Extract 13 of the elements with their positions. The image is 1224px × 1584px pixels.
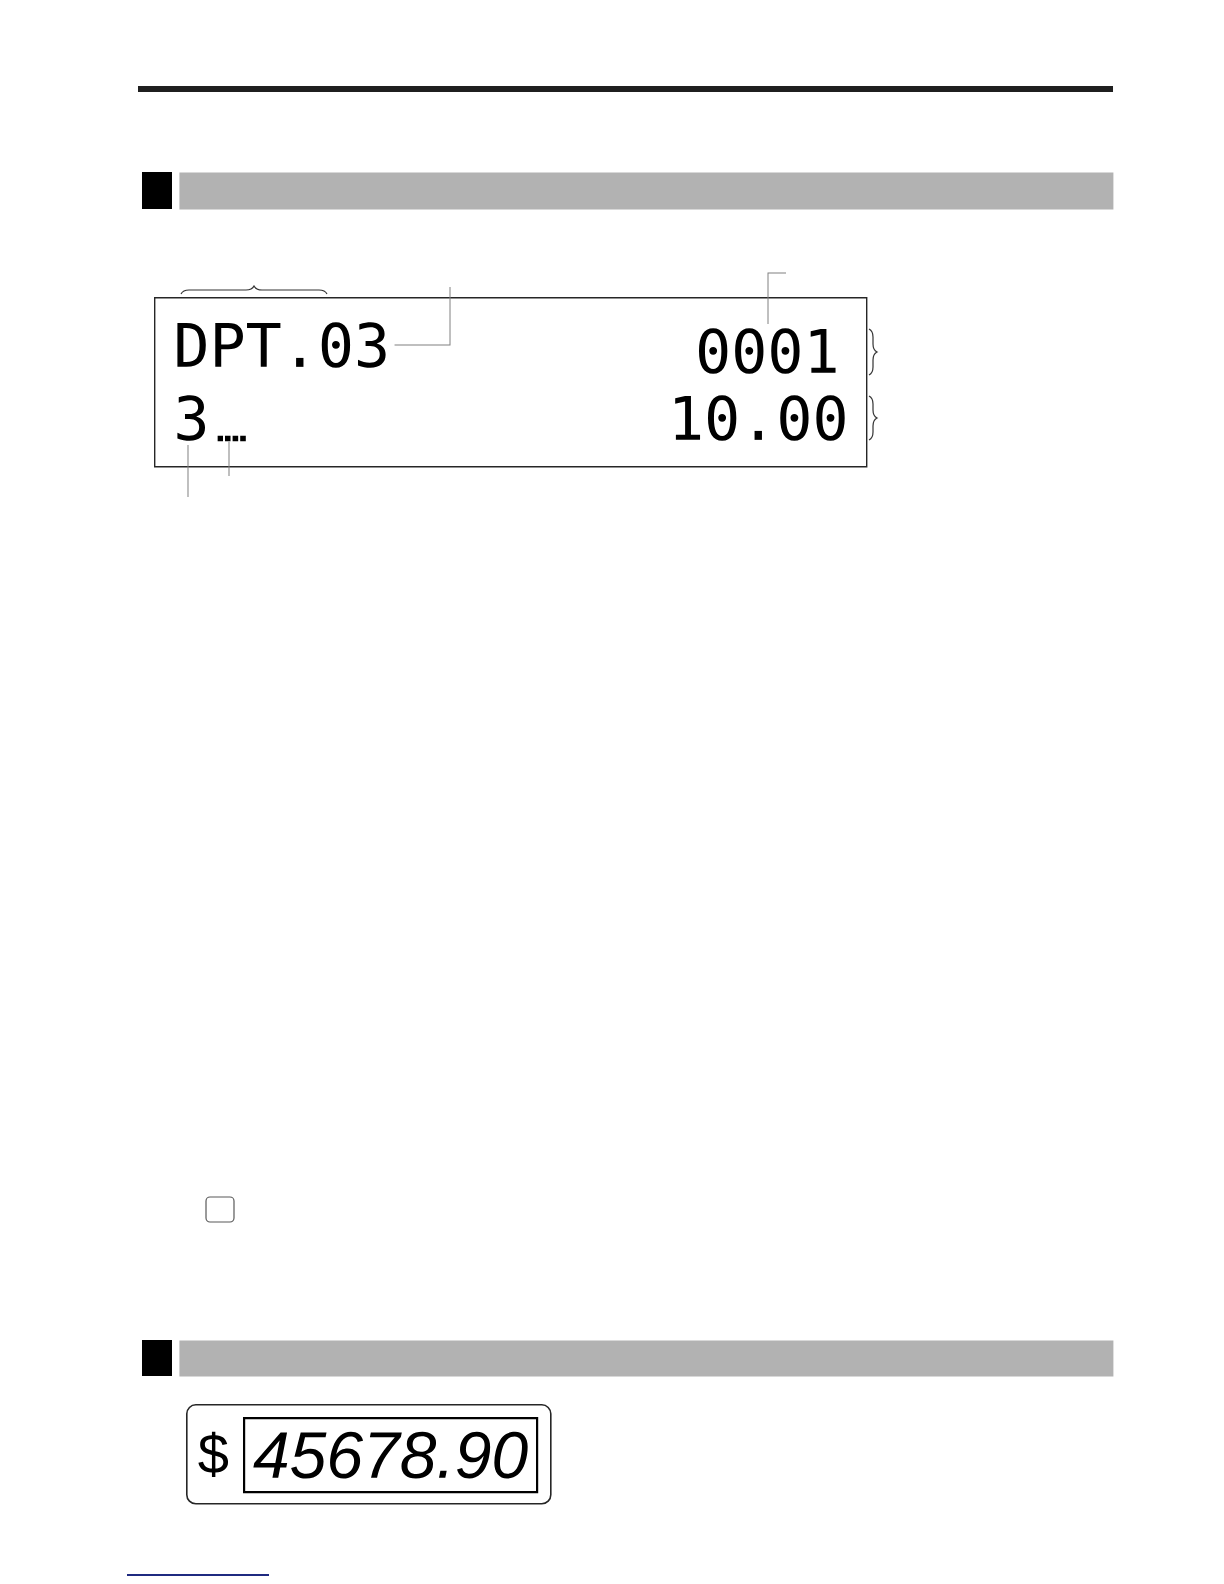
display-text: 10.00	[675, 395, 845, 441]
leader-line	[228, 441, 230, 477]
leader-line	[187, 444, 189, 498]
cursor-mark	[217, 435, 246, 442]
leader-line	[767, 272, 787, 325]
display-text: 0001	[699, 328, 836, 374]
digit-display: 45678.90	[243, 1417, 539, 1494]
heading-bar	[179, 1340, 1114, 1377]
display-text: DPT.03	[177, 322, 386, 368]
display-text: 3	[177, 395, 205, 441]
display-panel	[154, 297, 868, 468]
leader-line	[394, 286, 451, 346]
heading-bar	[179, 172, 1114, 210]
